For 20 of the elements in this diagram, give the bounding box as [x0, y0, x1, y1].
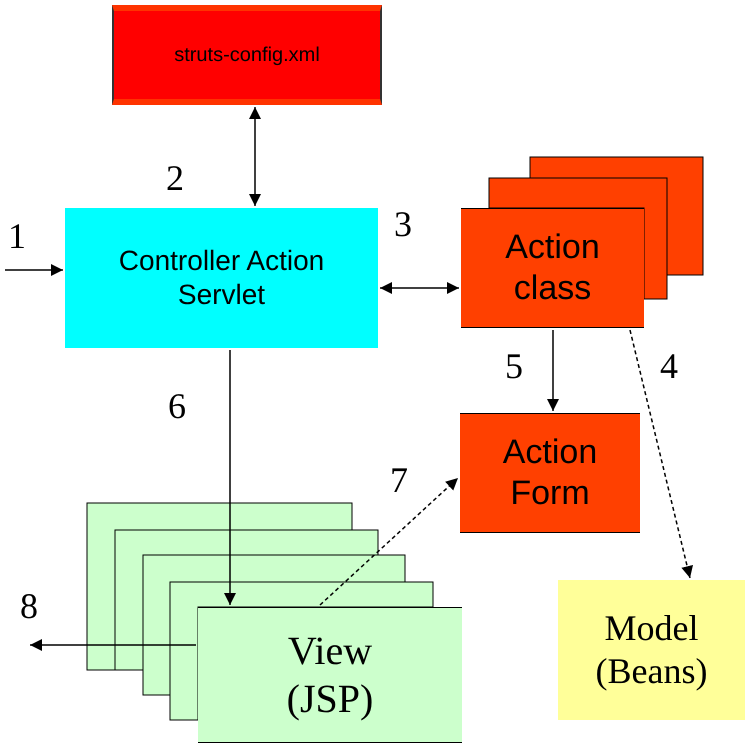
node-label: struts-config.xml — [174, 43, 320, 67]
arrow — [547, 330, 559, 411]
node-label: Model (Beans) — [594, 606, 708, 693]
arrow — [320, 477, 458, 606]
action-box — [460, 413, 640, 533]
arrow — [5, 264, 63, 276]
view-page-box — [198, 607, 462, 743]
node-label: Action class — [504, 227, 601, 309]
node-label: View (JSP) — [286, 627, 374, 723]
action-box — [461, 208, 644, 328]
config-file-box — [112, 5, 382, 105]
node-label: Controller Action Servlet — [118, 244, 326, 312]
arrow — [224, 350, 236, 605]
node-label: Action Form — [502, 432, 598, 514]
arrow — [249, 107, 261, 206]
controller-box — [65, 208, 378, 348]
arrow — [380, 282, 459, 294]
arrow — [629, 330, 693, 578]
arrow — [30, 639, 196, 651]
model-box — [558, 580, 745, 720]
